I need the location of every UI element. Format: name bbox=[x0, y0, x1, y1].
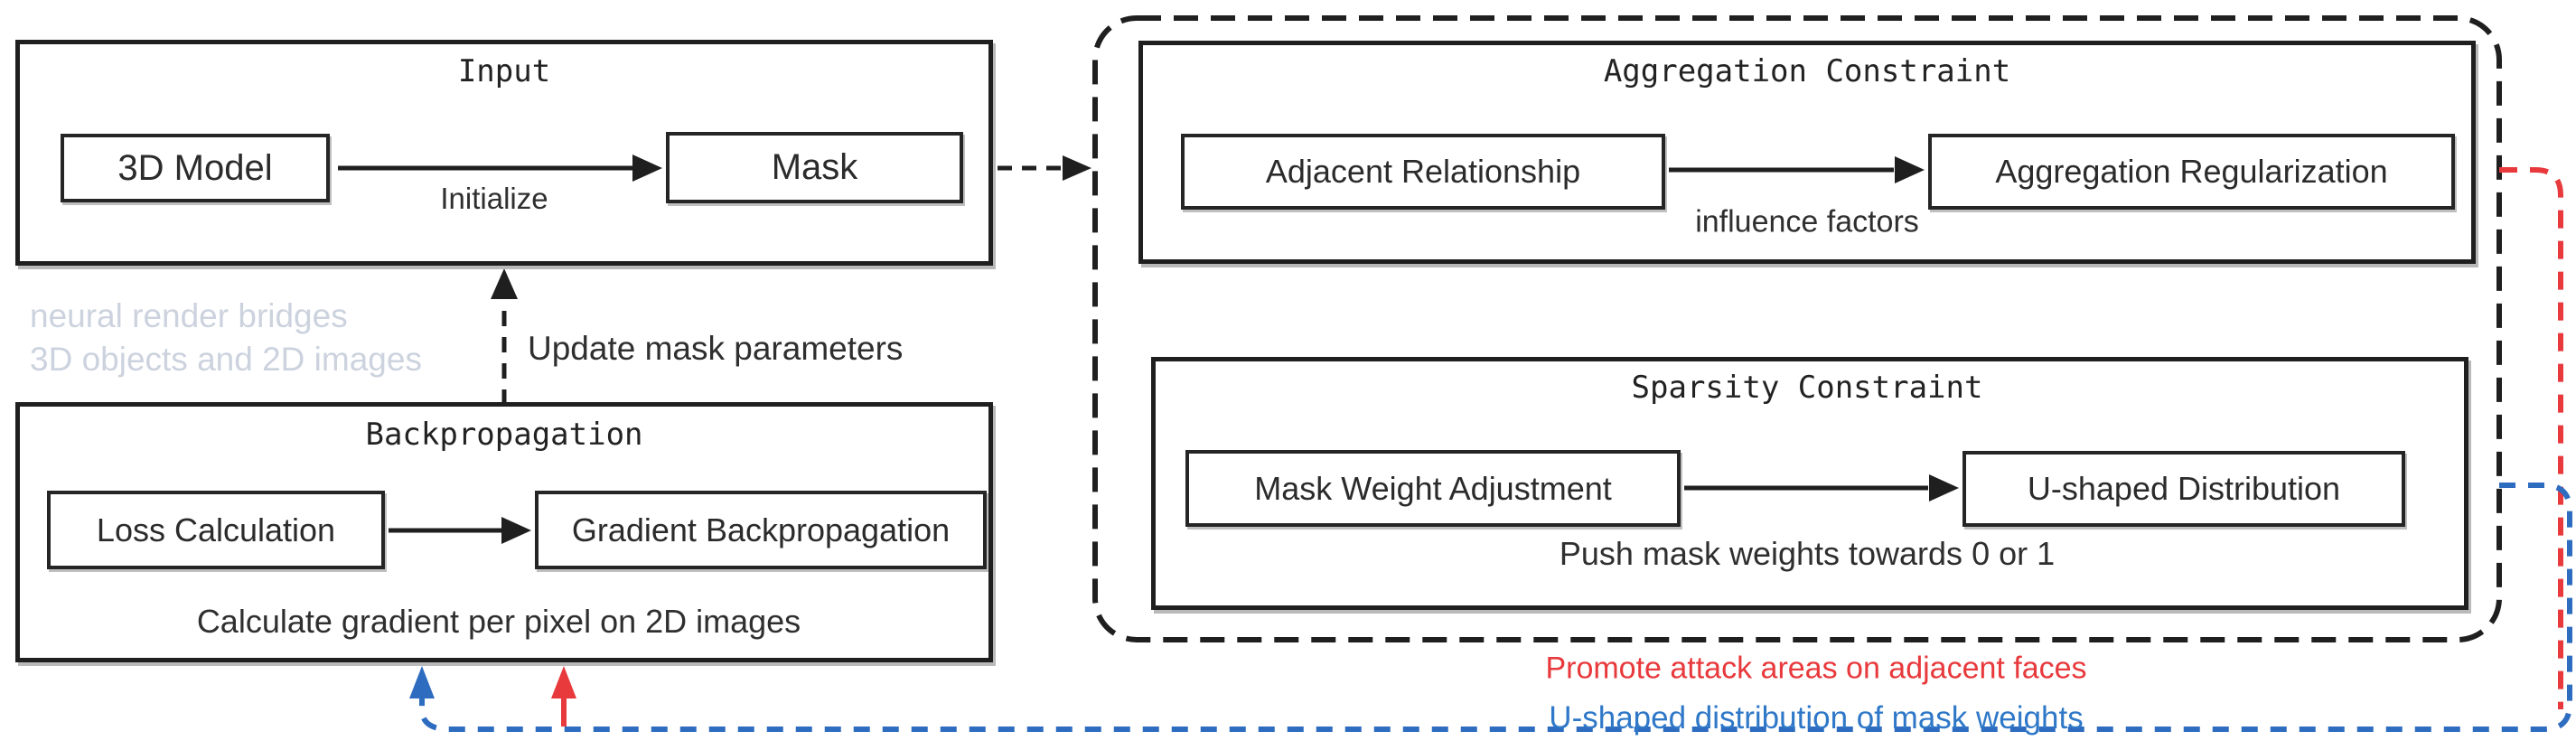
red-feedback-arrowhead bbox=[551, 666, 576, 698]
input-box bbox=[15, 40, 993, 266]
initialize-label: Initialize bbox=[440, 182, 548, 215]
influence-factors-label: influence factors bbox=[1695, 204, 1919, 239]
node-mask: Mask bbox=[666, 132, 963, 203]
constraints-dashed-border bbox=[1092, 15, 2502, 642]
update-mask-parameters-label: Update mask parameters bbox=[528, 330, 904, 367]
input-title: Input bbox=[457, 53, 551, 89]
backpropagation-box bbox=[15, 402, 993, 662]
push-mask-weights-note: Push mask weights towards 0 or 1 bbox=[1559, 535, 2056, 572]
arrowhead-adjustment-to-distribution bbox=[1929, 474, 1959, 502]
node-aggregation-regularization: Aggregation Regularization bbox=[1928, 134, 2455, 210]
promote-attack-note: Promote attack areas on adjacent faces bbox=[1545, 651, 2087, 686]
arrowhead-3dmodel-to-mask bbox=[632, 155, 662, 182]
red-feedback-path bbox=[2499, 167, 2563, 709]
neural-render-note: neural render bridges 3D objects and 2D … bbox=[30, 295, 422, 381]
sparsity-constraint-title: Sparsity Constraint bbox=[1631, 370, 1983, 406]
node-gradient-backpropagation: Gradient Backpropagation bbox=[535, 491, 987, 569]
arrowhead-input-to-constraints bbox=[1063, 155, 1091, 181]
aggregation-constraint-title: Aggregation Constraint bbox=[1603, 53, 2011, 89]
neural-render-note-line1: neural render bridges bbox=[30, 297, 348, 334]
blue-feedback-arrowhead bbox=[409, 666, 435, 698]
neural-render-note-line2: 3D objects and 2D images bbox=[30, 341, 422, 378]
u-shaped-distribution-note: U-shaped distribution of mask weights bbox=[1549, 700, 2084, 736]
arrowhead-adjacent-to-regularization bbox=[1895, 156, 1925, 183]
node-u-shaped-distribution: U-shaped Distribution bbox=[1962, 451, 2405, 527]
arrowhead-backprop-to-input bbox=[491, 268, 518, 299]
calculate-gradient-note: Calculate gradient per pixel on 2D image… bbox=[196, 603, 801, 640]
node-3d-model: 3D Model bbox=[61, 134, 330, 202]
backpropagation-title: Backpropagation bbox=[365, 417, 643, 453]
arrowhead-loss-to-gradient bbox=[501, 517, 531, 544]
node-mask-weight-adjustment: Mask Weight Adjustment bbox=[1185, 450, 1681, 527]
node-loss-calculation: Loss Calculation bbox=[47, 491, 385, 569]
blue-feedback-path bbox=[419, 483, 2572, 732]
sparsity-constraint-box bbox=[1151, 357, 2468, 610]
aggregation-constraint-box bbox=[1138, 41, 2476, 264]
node-adjacent-relationship: Adjacent Relationship bbox=[1181, 134, 1665, 210]
